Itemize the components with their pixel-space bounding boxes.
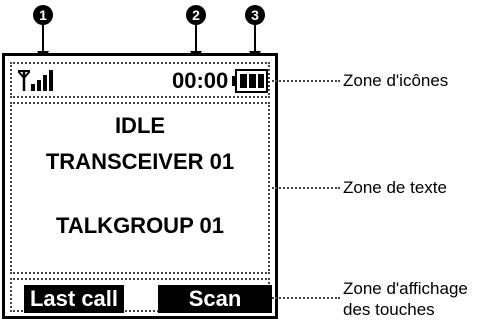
key-zone-label-line-2: des touches	[343, 300, 435, 319]
scan-softkey[interactable]: Scan	[158, 285, 272, 313]
talkgroup-text: TALKGROUP 01	[56, 213, 224, 238]
icon-zone: 00:00	[10, 62, 270, 98]
battery-full-icon	[232, 69, 268, 93]
callout-arrow-3	[249, 24, 261, 61]
icon-zone-leader-line	[272, 80, 340, 82]
callout-arrow-1	[37, 24, 49, 61]
last-call-softkey[interactable]: Last call	[24, 285, 124, 313]
signal-strength-icon	[31, 70, 53, 91]
callout-marker-1: 1	[33, 5, 53, 25]
text-zone-leader-line	[272, 187, 340, 189]
status-text: IDLE	[114, 113, 166, 138]
antenna-icon	[18, 70, 30, 91]
radio-name-text: TRANSCEIVER 01	[45, 149, 235, 174]
icon-zone-label: Zone d'icônes	[343, 71, 449, 90]
radio-display-screen: 00:00 IDLE TRANSCEIVER 01 TALKGROUP 01 L…	[2, 53, 278, 319]
callout-marker-3: 3	[245, 5, 265, 25]
callout-arrow-2	[190, 24, 202, 61]
text-zone-label: Zone de texte	[343, 178, 447, 197]
clock-display: 00:00	[172, 68, 229, 93]
text-zone: IDLE TRANSCEIVER 01 TALKGROUP 01	[10, 102, 270, 274]
key-zone-label-line-1: Zone d'affichage	[343, 279, 468, 298]
callout-marker-2: 2	[186, 5, 206, 25]
key-zone-leader-line	[272, 297, 340, 299]
softkey-zone: Last call Scan	[10, 278, 272, 313]
